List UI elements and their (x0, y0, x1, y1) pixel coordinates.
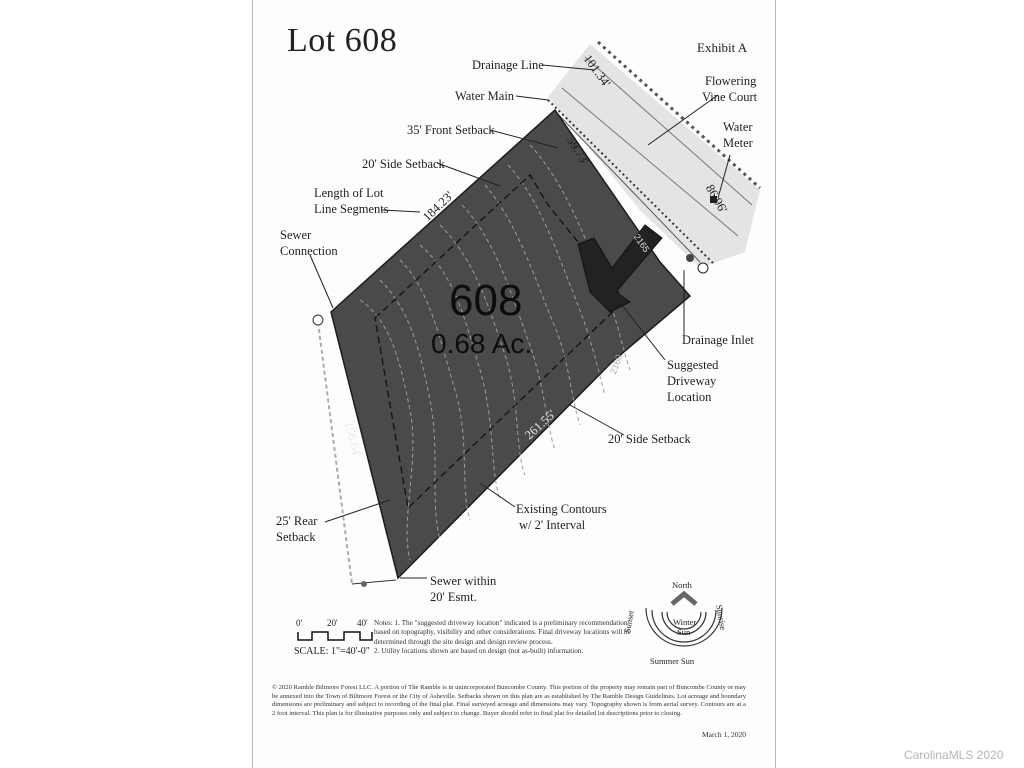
label-contours: Existing Contours (516, 502, 607, 516)
lot-parcel (330, 108, 692, 580)
footer-disclaimer: © 2020 Ramble Biltmore Forest LLC. A por… (272, 684, 746, 717)
label-rear-setback: 25' Rear (276, 514, 318, 528)
note-1: 1. The "suggested driveway location" ind… (374, 619, 631, 646)
label-sewer-connection-2: Connection (280, 244, 338, 258)
label-rear-setback-2: Setback (276, 530, 316, 544)
utility-marker (686, 254, 694, 262)
water-main-line (547, 99, 716, 266)
label-side-setback-bottom: 20' Side Setback (608, 432, 691, 446)
sewer-line (317, 321, 353, 585)
compass-north: North (672, 580, 692, 590)
compass-winter: Winter (673, 617, 697, 627)
drainage-line (596, 40, 762, 190)
sewer-connection-marker (312, 314, 324, 326)
scale-bar (297, 631, 373, 641)
label-suggested: Suggested (667, 358, 719, 372)
sewer-manhole-marker (361, 581, 367, 587)
road-edge-line (584, 56, 753, 206)
road-surface (548, 44, 760, 268)
label-suggested-2: Driveway (667, 374, 717, 388)
compass-summer: Summer Sun (650, 656, 695, 666)
drainage-inlet-marker (697, 262, 709, 274)
label-flowering: Flowering (705, 74, 757, 88)
label-sewer-esmt-2: 20' Esmt. (430, 590, 477, 604)
notes-heading: Notes: (374, 619, 393, 627)
label-sewer-esmt: Sewer within (430, 574, 497, 588)
notes-block: Notes: 1. The "suggested driveway locati… (374, 619, 642, 656)
lot-number: 608 (449, 276, 523, 325)
scale-tick-20: 20' (327, 618, 338, 628)
scale-tick-0: 0' (296, 618, 303, 628)
label-contours-2: w/ 2' Interval (519, 518, 586, 532)
exhibit-label: Exhibit A (697, 40, 748, 55)
label-water-meter-2: Meter (723, 136, 753, 150)
road-edge-line (561, 87, 739, 237)
label-water-meter: Water (723, 120, 753, 134)
leader-lines (309, 64, 731, 579)
sewer-esmt-line (351, 579, 397, 585)
watermark: CarolinaMLS 2020 (904, 748, 1004, 762)
suggested-driveway (577, 224, 663, 313)
page-title: Lot 608 (287, 22, 398, 59)
label-side-setback-top: 20' Side Setback (362, 157, 445, 171)
scale-tick-40: 40' (357, 618, 368, 628)
label-drainage-line: Drainage Line (472, 58, 544, 72)
note-2: 2. Utility locations shown are based on … (374, 646, 584, 655)
label-water-main: Water Main (455, 89, 515, 103)
north-arrow (670, 590, 698, 606)
label-suggested-3: Location (667, 390, 712, 404)
scale-label: SCALE: 1"=40'-0" (294, 646, 370, 657)
sun-compass (645, 607, 723, 647)
water-meter-marker (710, 196, 717, 203)
label-sewer-connection: Sewer (280, 228, 312, 242)
plan-date: March 1, 2020 (702, 730, 746, 739)
lot-area: 0.68 Ac. (431, 328, 533, 359)
label-front-setback: 35' Front Setback (407, 123, 495, 137)
compass-winter-2: Sun (677, 627, 691, 637)
label-drainage-inlet: Drainage Inlet (682, 333, 754, 347)
label-flowering-2: Vine Court (702, 90, 758, 104)
front-lot-line (553, 109, 701, 263)
label-lot-segments: Length of Lot (314, 186, 384, 200)
label-lot-segments-2: Line Segments (314, 202, 389, 216)
